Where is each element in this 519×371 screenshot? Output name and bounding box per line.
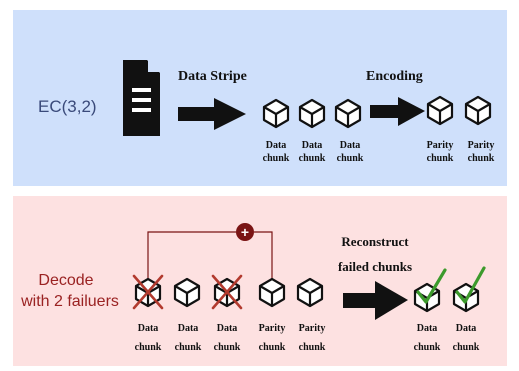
chunk-label: chunk — [337, 153, 364, 164]
chunk-label: Parity — [299, 323, 326, 334]
parity-chunk-cube — [258, 277, 286, 308]
chunk-label: chunk — [214, 342, 241, 353]
data-chunk-cube — [262, 98, 290, 129]
chunk-label: Data — [217, 323, 238, 334]
failed-cross-icon — [132, 274, 164, 310]
stripe-arrow — [178, 98, 246, 130]
check-icon — [455, 266, 486, 304]
encoding-label: Encoding — [366, 69, 423, 84]
xor-connector — [147, 231, 273, 278]
chunk-label: Data — [178, 323, 199, 334]
chunk-label: Parity — [468, 140, 495, 151]
chunk-label: Data — [138, 323, 159, 334]
chunk-label: chunk — [259, 342, 286, 353]
decode-label-line1: Decode — [38, 272, 93, 289]
reconstruct-arrow — [343, 281, 408, 320]
encoding-arrow — [370, 97, 425, 126]
chunk-label: Parity — [427, 140, 454, 151]
xor-icon: + — [236, 223, 254, 241]
chunk-label: Data — [266, 140, 287, 151]
failed-cross-icon — [211, 274, 243, 310]
chunk-label: chunk — [299, 342, 326, 353]
parity-chunk-cube — [426, 95, 454, 126]
chunk-label: chunk — [135, 342, 162, 353]
document-icon — [123, 60, 160, 136]
data-chunk-cube — [173, 277, 201, 308]
data-stripe-label: Data Stripe — [178, 69, 247, 84]
chunk-label: Data — [456, 323, 477, 334]
chunk-label: Data — [340, 140, 361, 151]
xor-symbol: + — [241, 224, 249, 240]
decode-label-line2: with 2 failuers — [20, 293, 119, 310]
data-chunk-cube — [334, 98, 362, 129]
encode-panel — [13, 10, 507, 186]
parity-chunk-cube — [296, 277, 324, 308]
parity-chunk-cube — [464, 95, 492, 126]
chunk-label: chunk — [453, 342, 480, 353]
chunk-label: chunk — [427, 153, 454, 164]
chunk-label: Data — [417, 323, 438, 334]
scheme-label: EC(3,2) — [38, 97, 97, 116]
data-chunk-cube — [298, 98, 326, 129]
chunk-label: chunk — [175, 342, 202, 353]
check-icon — [416, 268, 447, 304]
reconstruct-label-line2: failed chunks — [338, 259, 412, 274]
decode-panel — [13, 196, 507, 366]
chunk-label: Parity — [259, 323, 286, 334]
chunk-label: chunk — [468, 153, 495, 164]
chunk-label: Data — [302, 140, 323, 151]
chunk-label: chunk — [414, 342, 441, 353]
chunk-label: chunk — [263, 153, 290, 164]
reconstruct-label-line1: Reconstruct — [341, 234, 409, 249]
chunk-label: chunk — [299, 153, 326, 164]
